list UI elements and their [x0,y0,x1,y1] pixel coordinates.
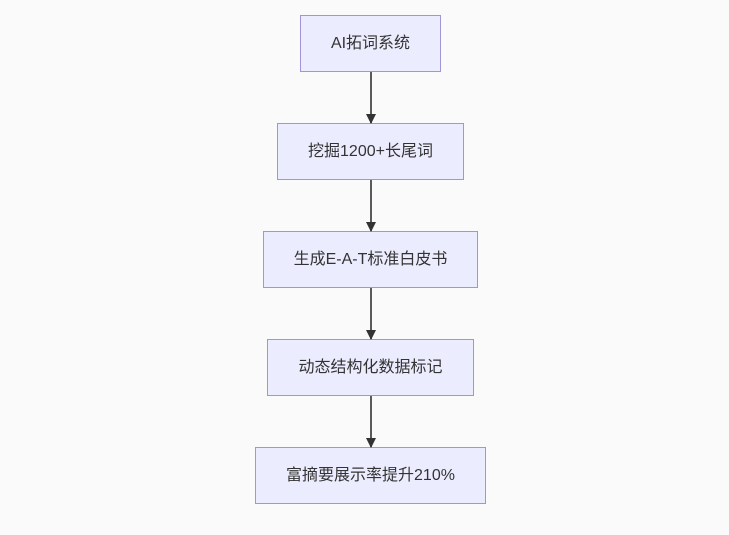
flow-node-structured-data: 动态结构化数据标记 [267,339,474,396]
flow-arrow-3 [365,288,376,340]
flow-node-longtail-mining: 挖掘1200+长尾词 [277,123,464,180]
flow-arrow-2 [365,180,376,232]
flow-arrow-4 [365,396,376,448]
flow-node-label: 富摘要展示率提升210% [286,467,455,484]
flowchart-canvas: AI拓词系统 挖掘1200+长尾词 生成E-A-T标准白皮书 动态结构化数据标记… [6,0,729,535]
arrowhead-down-icon [365,330,376,340]
flow-node-eat-whitepaper: 生成E-A-T标准白皮书 [262,231,479,288]
arrowhead-down-icon [365,114,376,124]
flow-node-label: AI拓词系统 [330,35,411,52]
arrowhead-down-icon [365,438,376,448]
flow-node-rich-snippet-result: 富摘要展示率提升210% [255,447,486,504]
flow-node-label: 生成E-A-T标准白皮书 [293,251,448,268]
arrowhead-down-icon [365,222,376,232]
flow-arrow-1 [365,72,376,124]
flow-node-ai-expansion: AI拓词系统 [299,15,442,72]
flow-node-label: 挖掘1200+长尾词 [308,143,433,160]
flow-node-label: 动态结构化数据标记 [298,359,443,376]
